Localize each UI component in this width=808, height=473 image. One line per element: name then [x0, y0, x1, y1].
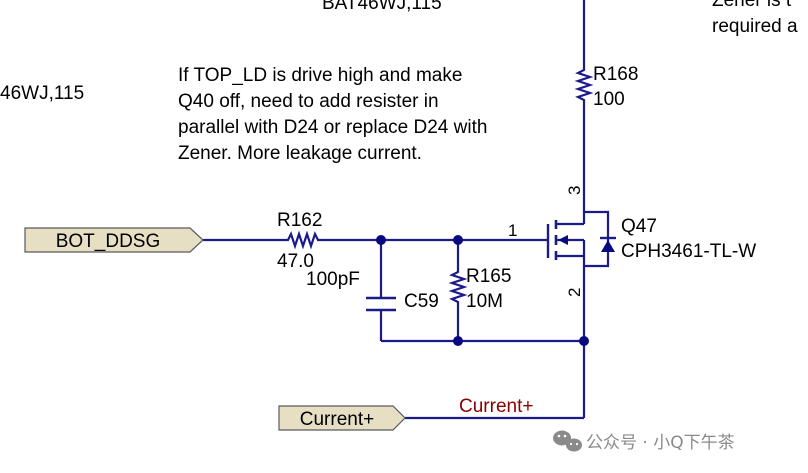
mosfet-q47-body-arrow	[558, 235, 568, 245]
mosfet-q47-pin-drain: 3	[565, 186, 584, 195]
mosfet-q47-part: CPH3461-TL-W	[621, 241, 756, 262]
port-bot-ddsg[interactable]: BOT_DDSG	[24, 227, 204, 253]
resistor-r165-ref: R165	[466, 266, 511, 287]
resistor-r165[interactable]: R165 10M	[448, 266, 511, 312]
mosfet-q47-pin-gate: 1	[508, 221, 517, 240]
junction-dot	[453, 235, 463, 245]
resistor-r162-body	[282, 230, 324, 250]
resistor-r165-value: 10M	[466, 291, 503, 312]
junction-dot	[579, 336, 589, 346]
mosfet-q47[interactable]: 1 3 2 Q47 CPH3461-TL-W	[508, 186, 756, 297]
junctions	[376, 235, 589, 346]
resistor-r168-body	[574, 64, 594, 106]
capacitor-c59-ref: C59	[404, 291, 439, 312]
mosfet-q47-pin-source: 2	[565, 288, 584, 297]
design-note-line1: If TOP_LD is drive high and make	[178, 65, 462, 86]
capacitor-c59-value: 100pF	[306, 269, 360, 290]
resistor-r165-body	[448, 266, 468, 310]
junction-dot	[453, 336, 463, 346]
design-note-line2: Q40 off, need to add resister in	[178, 91, 439, 112]
resistor-r168-ref: R168	[593, 64, 638, 85]
capacitor-c59[interactable]: 100pF C59	[306, 269, 439, 312]
cut-off-note-line2: required a	[712, 16, 798, 37]
watermark-text: 公众号 · 小Q下午茶	[586, 433, 735, 453]
port-current-plus-label: Current+	[300, 409, 374, 430]
port-current-plus-shape	[278, 405, 406, 431]
mosfet-q47-diode-triangle	[601, 240, 615, 252]
resistor-r162[interactable]: R162 47.0	[277, 210, 324, 272]
net-label-current-plus: Current+	[459, 396, 533, 417]
resistor-r162-value: 47.0	[277, 251, 314, 272]
junction-dot	[376, 235, 386, 245]
wires	[203, 0, 586, 420]
wechat-icon	[553, 430, 582, 452]
port-bot-ddsg-label: BOT_DDSG	[56, 231, 161, 252]
design-note: If TOP_LD is drive high and make Q40 off…	[178, 65, 487, 164]
cut-off-part-label-top: BAT46WJ,115	[322, 0, 442, 14]
resistor-r168-value: 100	[593, 89, 625, 110]
design-note-line3: parallel with D24 or replace D24 with	[178, 117, 487, 138]
cut-off-note-line1: Zener is t	[712, 0, 792, 11]
port-current-plus[interactable]: Current+	[278, 405, 406, 431]
mosfet-q47-ref: Q47	[621, 216, 657, 237]
cut-off-part-label-left: 46WJ,115	[0, 83, 84, 104]
design-note-line4: Zener. More leakage current.	[178, 143, 422, 164]
resistor-r162-ref: R162	[277, 210, 322, 231]
resistor-r168[interactable]: R168 100	[574, 64, 638, 110]
port-bot-ddsg-shape	[24, 227, 204, 253]
watermark: 公众号 · 小Q下午茶	[553, 430, 735, 453]
